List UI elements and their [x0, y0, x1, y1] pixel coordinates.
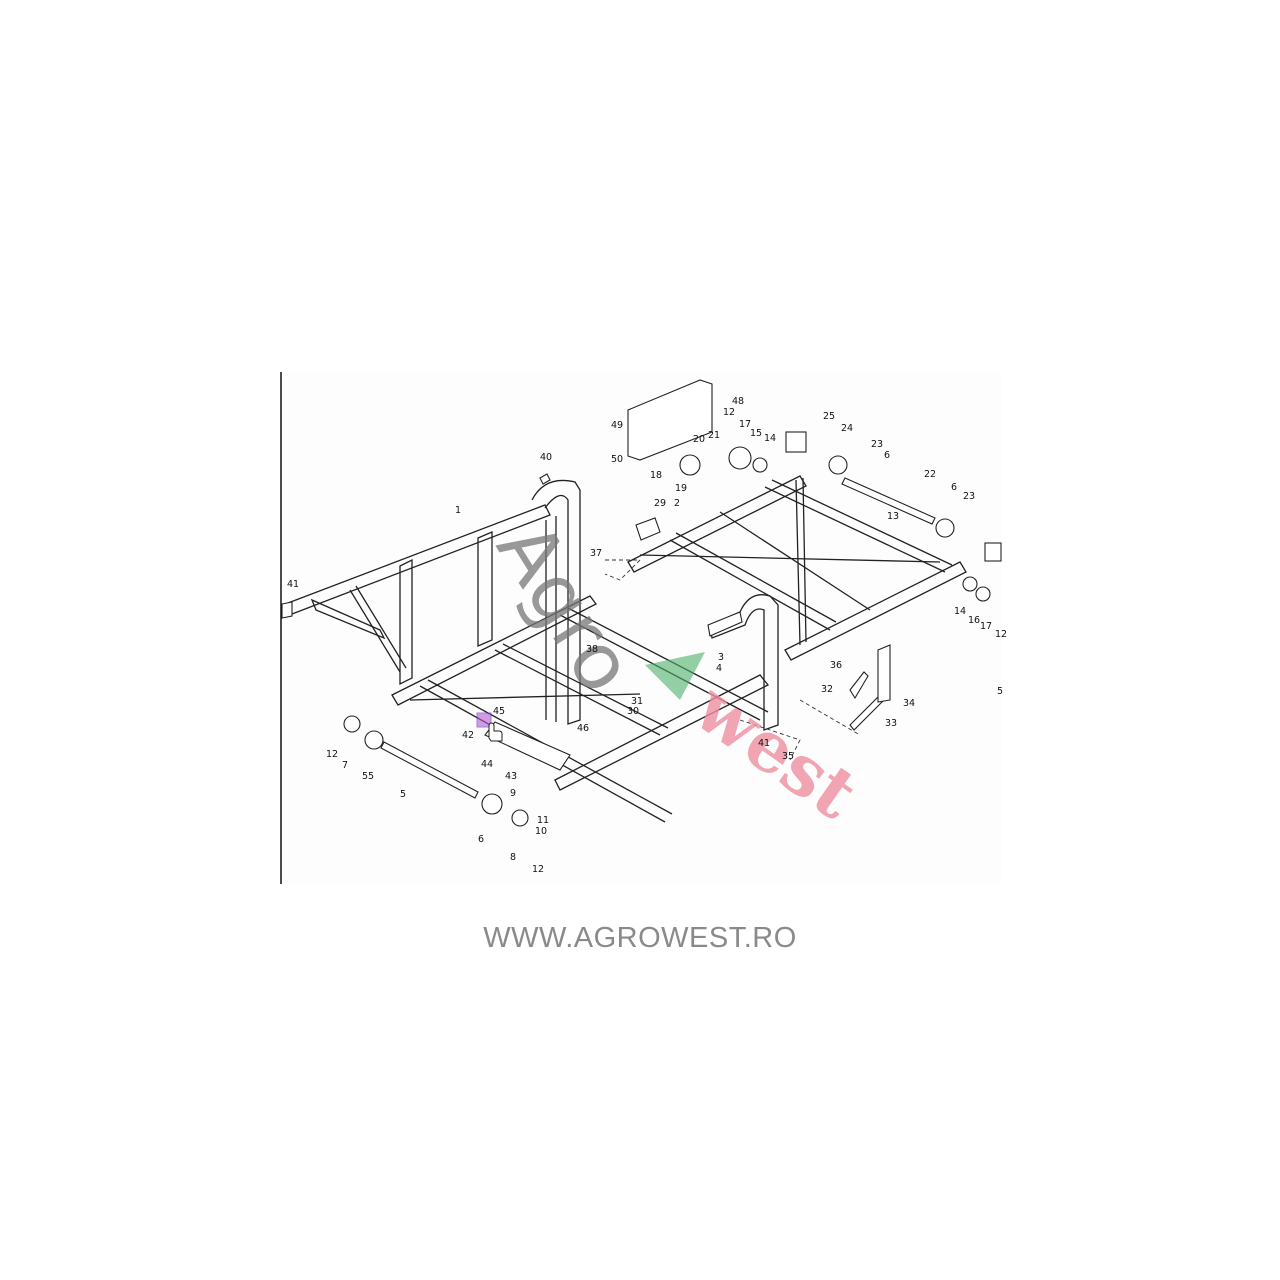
callout-label: 14 — [764, 433, 776, 444]
hand-cursor-icon — [488, 722, 503, 742]
callout-label: 6 — [478, 834, 484, 845]
callout-label: 19 — [675, 483, 687, 494]
callout-labels: 4014137384542464443127555698111012313049… — [287, 396, 1007, 875]
callout-label: 30 — [627, 706, 639, 717]
callout-label: 8 — [510, 852, 516, 863]
callout-label: 43 — [505, 771, 517, 782]
callout-label: 55 — [362, 771, 374, 782]
callout-label: 37 — [590, 548, 602, 559]
callout-label: 41 — [758, 738, 770, 749]
callout-label: 12 — [723, 407, 735, 418]
callout-label: 40 — [540, 452, 552, 463]
callout-label: 13 — [887, 511, 899, 522]
callout-label: 45 — [493, 706, 505, 717]
callout-label: 17 — [739, 419, 751, 430]
callout-label: 24 — [841, 423, 853, 434]
callout-label: 6 — [951, 482, 957, 493]
callout-label: 2 — [674, 498, 680, 509]
callout-label: 49 — [611, 420, 623, 431]
callout-label: 12 — [326, 749, 338, 760]
callout-label: 18 — [650, 470, 662, 481]
callout-label: 41 — [287, 579, 299, 590]
callout-label: 33 — [885, 718, 897, 729]
callout-label: 14 — [954, 606, 966, 617]
callout-label: 22 — [924, 469, 936, 480]
callout-label: 4 — [716, 663, 722, 674]
callout-label: 23 — [963, 491, 975, 502]
callout-label: 5 — [400, 789, 406, 800]
callout-label: 21 — [708, 430, 720, 441]
callout-label: 7 — [342, 760, 348, 771]
callout-label: 34 — [903, 698, 915, 709]
callout-label: 16 — [968, 615, 980, 626]
callout-label: 3 — [718, 652, 724, 663]
callout-label: 15 — [750, 428, 762, 439]
callout-label: 31 — [631, 696, 643, 707]
callout-label: 29 — [654, 498, 666, 509]
website-footer[interactable]: WWW.AGROWEST.RO — [483, 922, 797, 954]
callout-label: 46 — [577, 723, 589, 734]
callout-label: 12 — [532, 864, 544, 875]
highlight-marker[interactable] — [476, 712, 492, 728]
callout-label: 36 — [830, 660, 842, 671]
callout-label: 25 — [823, 411, 835, 422]
callout-label: 6 — [884, 450, 890, 461]
callout-label: 44 — [481, 759, 493, 770]
callout-label: 11 — [537, 815, 549, 826]
callout-label: 42 — [462, 730, 474, 741]
callout-label: 9 — [510, 788, 516, 799]
callout-label: 50 — [611, 454, 623, 465]
callout-label: 17 — [980, 621, 992, 632]
callout-label: 5 — [997, 686, 1003, 697]
callout-label: 12 — [995, 629, 1007, 640]
callout-label: 23 — [871, 439, 883, 450]
callout-label: 38 — [586, 644, 598, 655]
callout-label: 48 — [732, 396, 744, 407]
callout-label: 1 — [455, 505, 461, 516]
callout-label: 10 — [535, 826, 547, 837]
callout-label: 20 — [693, 434, 705, 445]
callout-label: 35 — [782, 751, 794, 762]
callout-label: 32 — [821, 684, 833, 695]
